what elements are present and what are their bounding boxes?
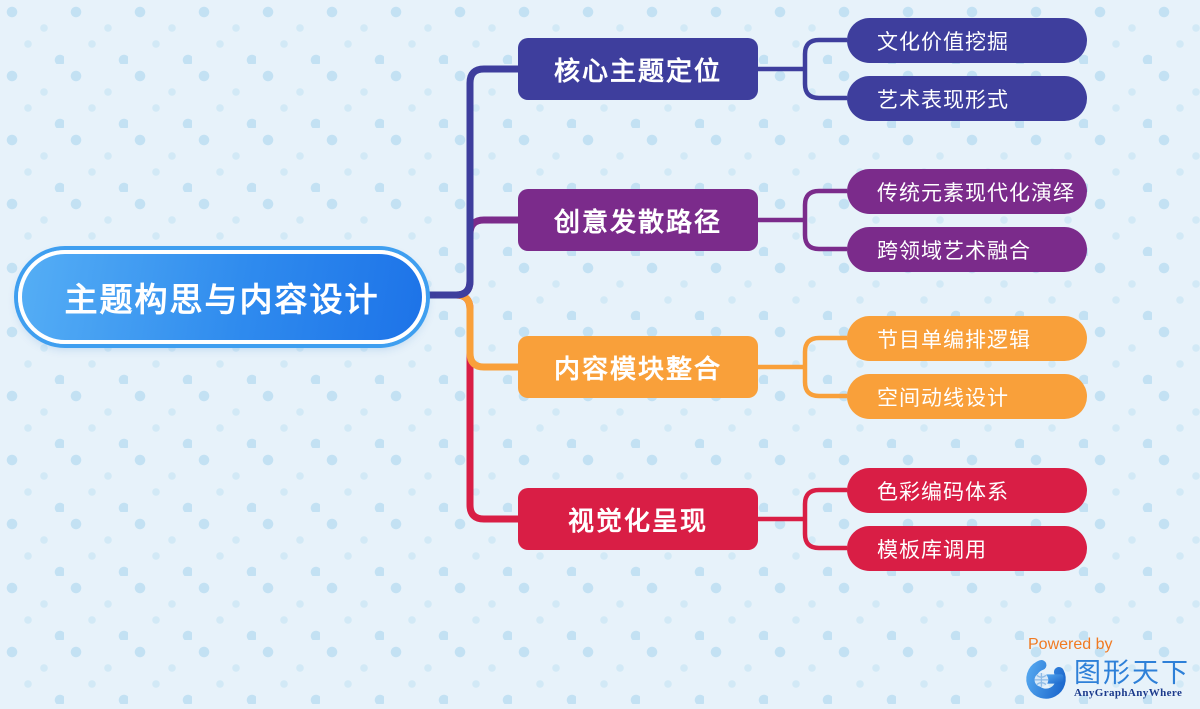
branch-node-3[interactable]: 内容模块整合 [518, 336, 758, 398]
brand-name: 图形天下 [1074, 658, 1190, 688]
branch-node-4[interactable]: 视觉化呈现 [518, 488, 758, 550]
child-node-2-1[interactable]: 传统元素现代化演绎 [847, 169, 1087, 214]
child-node-label: 空间动线设计 [877, 386, 1009, 410]
child-node-3-1[interactable]: 节目单编排逻辑 [847, 316, 1087, 361]
footer-brand: Powered by 图形天下 AnyGraphAnyWhere [1024, 636, 1194, 701]
connector-branch-3 [422, 291, 518, 371]
branch-node-label: 核心主题定位 [553, 55, 722, 86]
brand-tagline: AnyGraphAnyWhere [1074, 687, 1183, 699]
child-node-label: 跨领域艺术融合 [877, 239, 1031, 263]
child-node-2-2[interactable]: 跨领域艺术融合 [847, 227, 1087, 272]
connector-branch-4 [422, 291, 518, 523]
root-node[interactable]: 主题构思与内容设计 [18, 250, 426, 344]
child-node-label: 传统元素现代化演绎 [877, 181, 1075, 205]
child-node-label: 色彩编码体系 [877, 480, 1009, 504]
branch-node-label: 视觉化呈现 [567, 505, 708, 536]
root-node-label: 主题构思与内容设计 [64, 281, 380, 318]
child-node-1-2[interactable]: 艺术表现形式 [847, 76, 1087, 121]
branch-node-2[interactable]: 创意发散路径 [518, 189, 758, 251]
child-node-label: 文化价值挖掘 [877, 30, 1009, 54]
child-node-label: 节目单编排逻辑 [877, 328, 1031, 352]
g-globe-logo-icon [1026, 659, 1066, 699]
powered-by-label: Powered by [1028, 636, 1113, 653]
brand-logo-row[interactable]: 图形天下 AnyGraphAnyWhere [1024, 657, 1194, 701]
child-node-label: 模板库调用 [877, 538, 987, 562]
connector-children-2 [758, 188, 847, 252]
connector-children-1 [758, 37, 847, 101]
connector-children-3 [758, 335, 847, 399]
connector-branch-1 [422, 65, 518, 299]
branch-node-1[interactable]: 核心主题定位 [518, 38, 758, 100]
branch-node-label: 创意发散路径 [553, 206, 722, 237]
child-node-label: 艺术表现形式 [877, 88, 1009, 112]
connector-branch-2 [422, 216, 518, 299]
child-node-1-1[interactable]: 文化价值挖掘 [847, 18, 1087, 63]
branch-node-label: 内容模块整合 [553, 353, 722, 384]
child-node-4-1[interactable]: 色彩编码体系 [847, 468, 1087, 513]
connector-children-4 [758, 487, 847, 551]
child-node-3-2[interactable]: 空间动线设计 [847, 374, 1087, 419]
child-node-4-2[interactable]: 模板库调用 [847, 526, 1087, 571]
